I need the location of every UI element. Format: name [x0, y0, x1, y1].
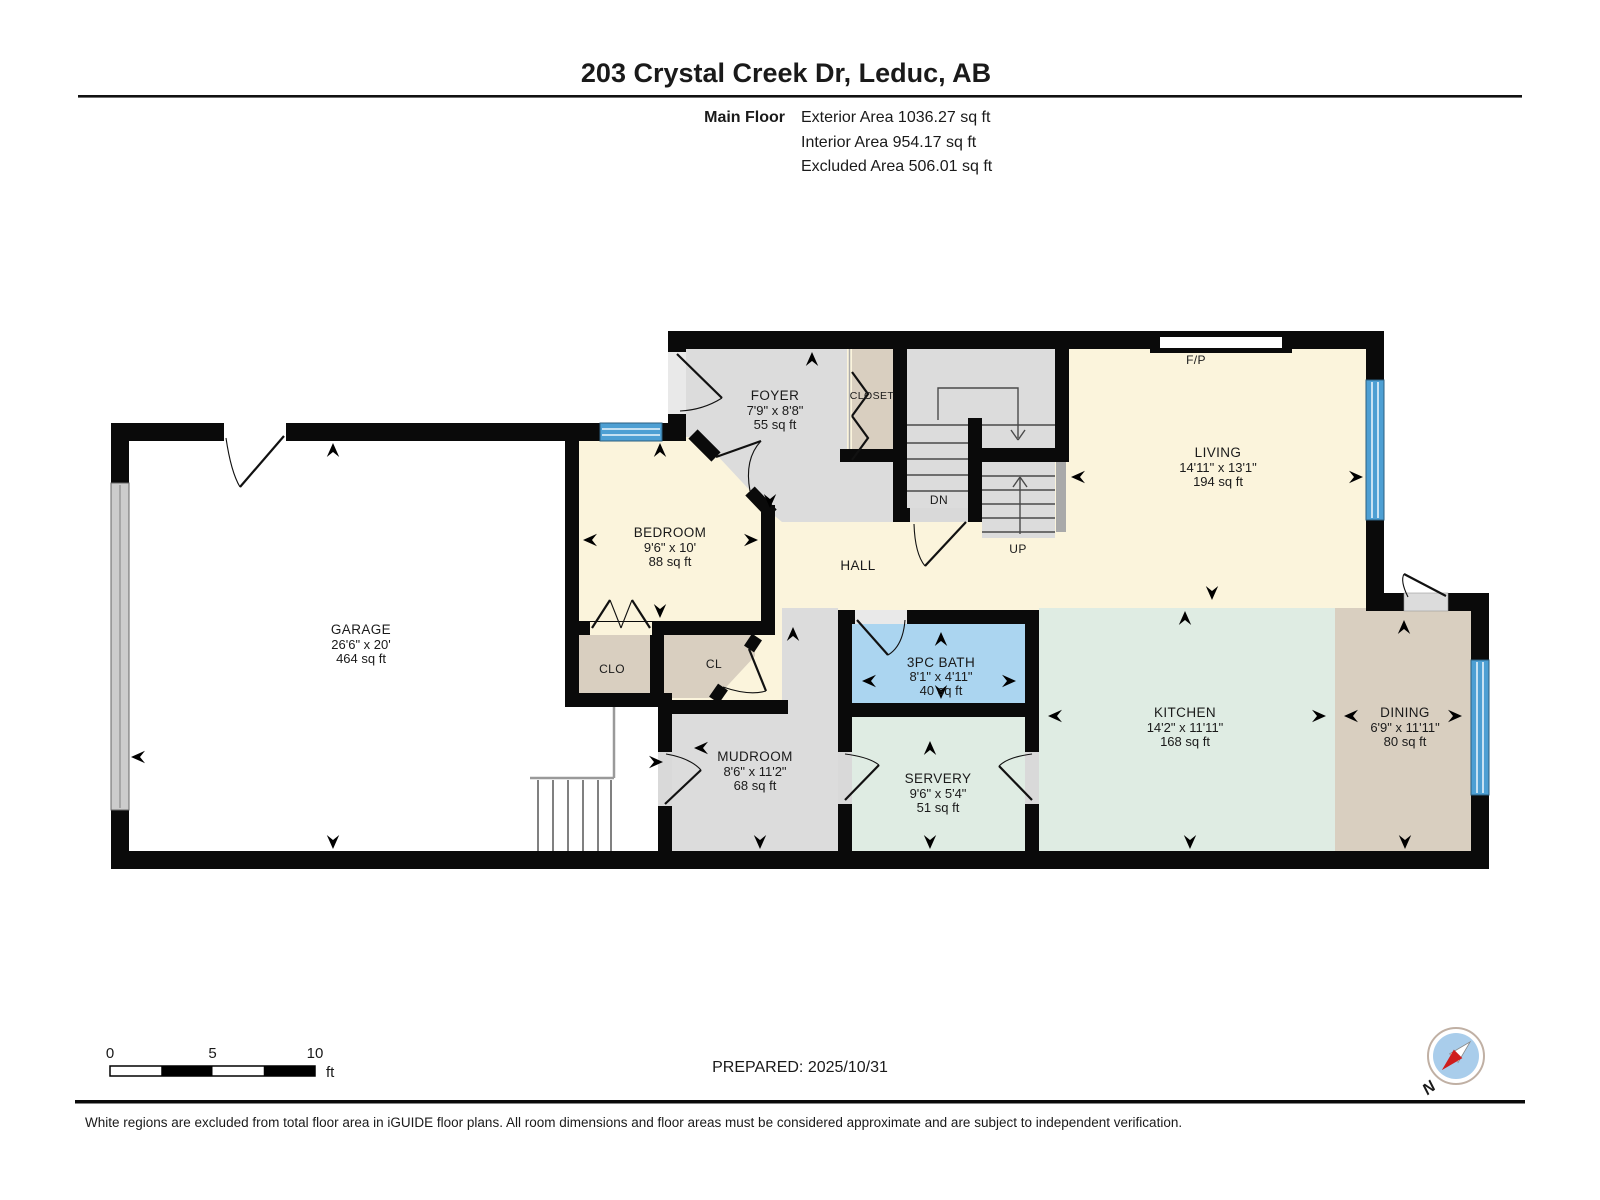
label-mudroom-dims: 8'6" x 11'2" [723, 764, 786, 779]
label-kitchen-area: 168 sq ft [1160, 734, 1210, 749]
label-kitchen-dims: 14'2" x 11'11" [1147, 720, 1224, 735]
label-bedroom-dims: 9'6" x 10' [644, 540, 696, 555]
room-mudroom [672, 608, 838, 851]
label-foyer-area: 55 sq ft [754, 417, 797, 432]
stairs-main [907, 387, 1055, 534]
label-servery-area: 51 sq ft [917, 800, 960, 815]
label-bedroom-name: BEDROOM [634, 525, 707, 540]
prepared-date: PREPARED: 2025/10/31 [712, 1059, 888, 1076]
compass-north-label: N [1419, 1078, 1439, 1099]
label-bedroom-area: 88 sq ft [649, 554, 692, 569]
compass-icon: N [1419, 1027, 1485, 1099]
header-rule [78, 95, 1522, 98]
servery-left-door [838, 752, 880, 804]
label-stairs-dn: DN [930, 493, 948, 507]
stair-rail [1056, 462, 1066, 532]
scale-tick-10: 10 [307, 1045, 324, 1062]
window-bedroom [599, 422, 663, 442]
label-stairs-up: UP [1009, 542, 1026, 556]
label-clo: CLO [599, 662, 625, 676]
disclaimer-text: White regions are excluded from total fl… [85, 1115, 1182, 1130]
bath-door [855, 610, 907, 656]
label-bath-name: 3PC BATH [907, 655, 975, 670]
cl-door [722, 648, 768, 694]
label-dining-dims: 6'9" x 11'11" [1370, 720, 1440, 735]
room-dining [1335, 608, 1471, 851]
doors [110, 352, 1449, 811]
label-bath-dims: 8'1" x 4'11" [909, 669, 972, 684]
label-kitchen-name: KITCHEN [1154, 705, 1216, 720]
windows [599, 379, 1490, 796]
label-mudroom-area: 68 sq ft [734, 778, 777, 793]
label-garage-name: GARAGE [331, 622, 391, 637]
bedroom-door [715, 439, 762, 492]
stairs-garage [530, 706, 616, 851]
bedroom-closet-doors [590, 599, 652, 635]
label-cl: CL [706, 657, 722, 671]
stair-dn-door [910, 508, 968, 567]
label-living-dims: 14'11" x 13'1" [1179, 460, 1257, 475]
room-kitchen [1039, 608, 1335, 851]
stat-exterior: Exterior Area 1036.27 sq ft [801, 109, 991, 126]
label-foyer-dims: 7'9" x 8'8" [747, 403, 804, 418]
label-closet: CLOSET [850, 390, 895, 402]
label-garage-area: 464 sq ft [336, 651, 386, 666]
fireplace [1150, 333, 1292, 353]
room-labels: FOYER 7'9" x 8'8" 55 sq ft CLOSET LIVING… [331, 353, 1440, 815]
label-mudroom-name: MUDROOM [717, 749, 793, 764]
window-living [1365, 379, 1385, 521]
front-door [668, 352, 723, 414]
label-foyer-name: FOYER [751, 388, 800, 403]
footer-rule [75, 1100, 1525, 1104]
stat-excluded: Excluded Area 506.01 sq ft [801, 158, 993, 175]
scale-tick-5: 5 [208, 1045, 216, 1062]
room-garage [129, 441, 672, 851]
closet-bifold-door [851, 371, 870, 461]
page-title: 203 Crystal Creek Dr, Leduc, AB [581, 58, 991, 88]
scale-tick-0: 0 [106, 1045, 114, 1062]
label-garage-dims: 26'6" x 20' [331, 637, 390, 652]
room-clo [579, 635, 650, 693]
garage-entry-door [224, 423, 286, 488]
servery-right-door [998, 752, 1039, 804]
floor-label: Main Floor [704, 109, 785, 126]
room-closet [852, 349, 893, 449]
label-living-name: LIVING [1195, 445, 1242, 460]
label-servery-name: SERVERY [905, 771, 972, 786]
room-foyer [686, 349, 900, 522]
label-bath-area: 40 sq ft [920, 683, 963, 698]
label-dining-area: 80 sq ft [1384, 734, 1427, 749]
label-fireplace: F/P [1186, 353, 1206, 367]
label-living-area: 194 sq ft [1193, 474, 1243, 489]
dining-patio-door [1402, 573, 1449, 612]
stat-interior: Interior Area 954.17 sq ft [801, 134, 977, 151]
header: 203 Crystal Creek Dr, Leduc, AB Main Flo… [78, 58, 1522, 175]
scale-bar: 0 5 10 ft [106, 1045, 335, 1081]
window-dining [1470, 659, 1490, 796]
mudroom-garage-door [658, 752, 702, 806]
room-cl [664, 635, 755, 698]
garage-overhead-door [110, 482, 130, 811]
scale-unit: ft [326, 1064, 335, 1081]
label-hall: HALL [840, 558, 875, 573]
room-fills [120, 340, 1480, 860]
label-dining-name: DINING [1380, 705, 1430, 720]
room-servery [852, 717, 1025, 851]
label-servery-dims: 9'6" x 5'4" [910, 786, 967, 801]
